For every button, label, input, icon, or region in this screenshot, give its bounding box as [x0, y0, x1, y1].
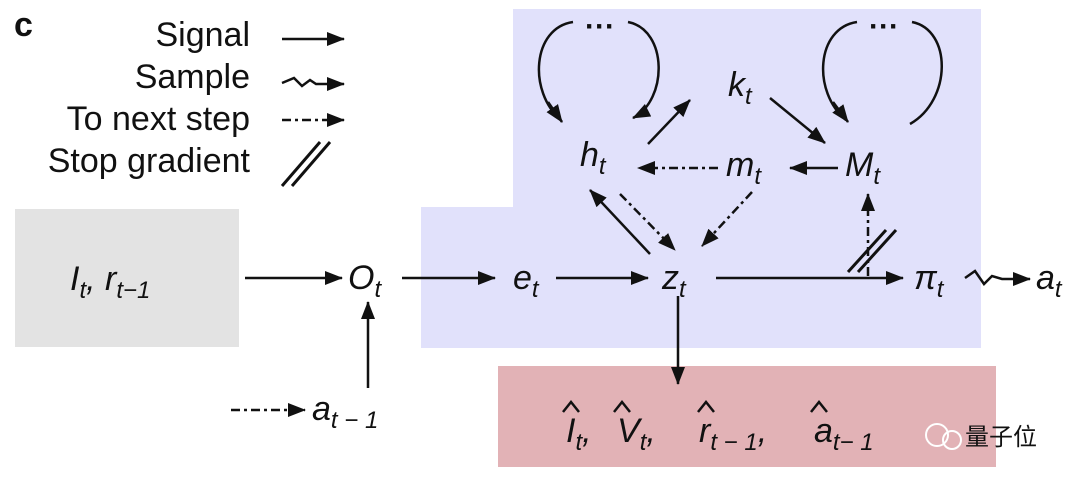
pi-to-a-sample-arrow: [964, 269, 1031, 286]
node-e: et: [513, 259, 540, 303]
output-predictions: It, Vt, rt − 1, at− 1: [562, 399, 874, 456]
node-M: Mt: [845, 146, 881, 190]
k-to-M-arrow: [769, 97, 826, 144]
input-box: [15, 209, 239, 347]
node-a: at: [1036, 259, 1063, 303]
node-o: Ot: [348, 259, 382, 303]
h-loop-start-arrow: [546, 101, 564, 123]
svg-text:It,: It,: [566, 412, 592, 456]
stop-gradient-mark: [846, 228, 898, 274]
node-z: zt: [661, 259, 687, 303]
legend-sample-label: Sample: [135, 58, 250, 96]
legend-signal-label: Signal: [155, 16, 250, 54]
h-loop-dots: ···: [585, 10, 615, 43]
core-region: [421, 9, 981, 348]
legend-stop-gradient-mark: [280, 141, 332, 187]
z-to-h-arrow: [589, 189, 651, 255]
panel-label: c: [14, 6, 33, 44]
node-m: mt: [726, 146, 762, 190]
node-k: kt: [728, 66, 753, 110]
m-to-z-next-step-arrow: [701, 191, 753, 247]
svg-text:rt − 1,: rt − 1,: [699, 412, 767, 456]
svg-text:Vt,: Vt,: [617, 412, 656, 456]
watermark-logo-icon: [925, 423, 962, 450]
h-to-z-next-step-arrow: [619, 193, 676, 251]
svg-text:at− 1: at− 1: [814, 412, 874, 456]
h-to-k-arrow: [647, 99, 691, 145]
legend-sample-arrow: [281, 76, 345, 91]
legend-next-step-label: To next step: [67, 100, 250, 138]
node-pi: πt: [914, 259, 945, 303]
output-box: [498, 366, 996, 467]
node-input: It, rt−1: [70, 260, 150, 304]
M-loop-dots: ···: [869, 10, 899, 43]
node-h: ht: [580, 136, 607, 180]
node-a-prev: at − 1: [312, 390, 378, 434]
M-loop-start-arrow: [832, 101, 849, 123]
legend-stop-gradient-label: Stop gradient: [48, 142, 251, 180]
watermark-text: 量子位: [965, 424, 1037, 451]
